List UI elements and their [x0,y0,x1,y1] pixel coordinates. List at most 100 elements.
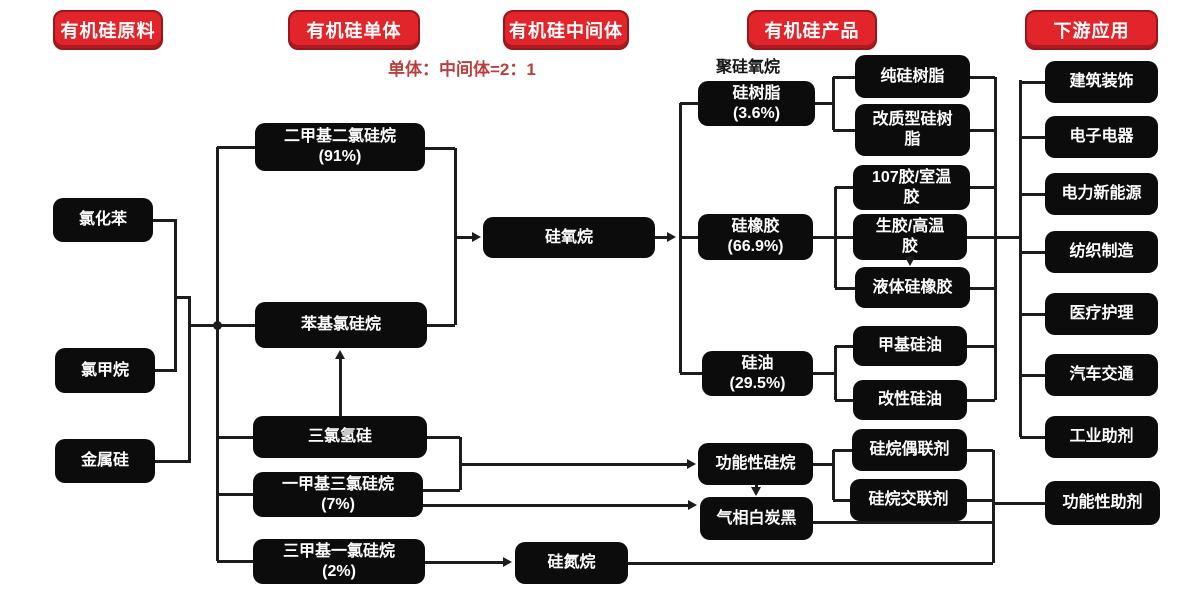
node-label: (91%) [318,148,362,165]
connector-line [970,286,995,290]
stage-header-label: 有机硅原料 [60,21,156,41]
stage-header-label: 有机硅中间体 [509,21,623,41]
node-label: (7%) [321,495,355,513]
stage-header-downstream: 下游应用 [1025,10,1158,50]
node-label: 电子电器 [1069,128,1134,145]
connector-line [338,358,342,417]
connector-line [1020,373,1045,377]
connector-line [655,235,668,239]
stage-header-label: 有机硅单体 [306,21,402,41]
node-label: 医疗护理 [1069,305,1134,322]
node-methyl-trichlorosilane: 一甲基三氯硅烷(7%) [253,472,423,517]
node-pure-silicone-resin: 纯硅树脂 [855,55,970,98]
text-label-polysiloxane-label: 聚硅氧烷 [716,59,781,76]
node-silane-coupling-agent: 硅烷偶联剂 [852,429,967,471]
node-label: (2%) [322,562,356,580]
node-rtv-107-rubber: 107胶/室温胶 [853,165,970,210]
node-textile-manufacturing: 纺织制造 [1045,231,1158,273]
stage-header-products: 有机硅产品 [747,10,877,50]
node-silicone-resin: 硅树脂(3.6%) [698,81,815,126]
node-label: 金属硅 [80,452,129,469]
connector-line [427,323,455,327]
node-metal-silicon: 金属硅 [55,439,155,483]
node-automotive-transport: 汽车交通 [1045,354,1158,396]
connector-line [991,450,995,563]
connector-line [967,448,993,452]
connector-line [453,148,457,325]
node-label: 纺织制造 [1069,243,1134,260]
connector-line [425,146,455,150]
connector-line [678,103,682,373]
node-label: (3.6%) [732,104,781,122]
connector-line [680,371,702,375]
stage-header-raw-materials: 有机硅原料 [53,10,163,50]
arrowhead [688,500,697,510]
node-chloromethane: 氯甲烷 [55,348,155,393]
connector-line [423,488,460,492]
node-construction-decoration: 建筑装饰 [1045,61,1158,103]
node-label: 硅氧烷 [544,228,593,246]
node-silane-crosslinking-agent: 硅烷交联剂 [850,479,967,521]
node-label: 三甲基一氯硅烷 [282,542,395,560]
connector-line [680,101,698,105]
connector-line [813,235,853,239]
connector-line [423,503,689,507]
node-label: 气相白炭黑 [716,509,797,527]
node-functional-additives: 功能性助剂 [1045,481,1160,525]
node-label: 生胶/高温 [875,218,945,235]
connector-line [833,498,850,502]
connector-line [835,286,855,290]
node-silazane: 硅氮烷 [515,542,628,584]
node-raw-htv-rubber: 生胶/高温胶 [853,214,967,260]
connector-line [831,77,835,130]
node-industrial-additives: 工业助剂 [1045,416,1158,458]
node-label: 改质型硅树 [872,111,953,128]
node-liquid-silicone-rubber: 液体硅橡胶 [855,267,970,308]
node-label: 三氯氢硅 [307,428,372,445]
connector-line [217,559,253,563]
node-chlorobenzene: 氯化苯 [53,198,153,242]
connector-line [1020,80,1045,84]
node-siloxane: 硅氧烷 [483,217,655,258]
connector-line [813,371,835,375]
connector-line [993,501,1045,505]
node-methyl-silicone-oil: 甲基硅油 [853,326,967,366]
connector-line [833,346,837,400]
node-functional-silane: 功能性硅烷 [698,443,813,485]
node-label: 纯硅树脂 [880,67,945,85]
node-electronics: 电子电器 [1045,116,1158,158]
connector-line [833,128,855,132]
connector-line [628,561,993,565]
connector-line [967,498,993,502]
node-label: 功能性硅烷 [715,455,796,472]
connector-line [217,492,253,496]
node-label: 苯基氯硅烷 [300,316,381,333]
node-label: 建筑装饰 [1069,73,1134,90]
node-power-new-energy: 电力新能源 [1045,173,1158,215]
node-label: 硅氮烷 [547,554,596,571]
arrowhead [472,232,481,242]
node-silicone-rubber: 硅橡胶(66.9%) [698,214,813,260]
stage-header-label: 有机硅产品 [764,21,860,41]
node-dimethyl-dichlorosilane: 二甲基二氯硅烷 (91%) [255,123,425,171]
node-label: (29.5%) [729,374,786,392]
connector-line [813,520,993,524]
stage-header-label: 下游应用 [1053,21,1130,41]
connector-line [831,450,835,500]
connector-line [1020,312,1045,316]
node-label: 硅烷交联剂 [868,491,949,508]
node-label: 汽车交通 [1069,366,1134,383]
arrowhead [905,257,915,266]
node-label: (66.9%) [727,238,784,255]
connector-line [995,235,1020,239]
node-label: 胶 [901,238,918,255]
connector-line [993,77,997,400]
text-label-monomer-intermediate-ratio-note: 单体：中间体=2：1 [388,60,536,79]
node-label: 二甲基二氯硅烷 [283,128,396,145]
arrowhead [503,557,512,567]
connector-line [835,344,853,348]
node-label: 氯化苯 [78,211,127,228]
connector-line [427,435,460,439]
connector-line [153,218,177,222]
connector-line [217,145,255,149]
